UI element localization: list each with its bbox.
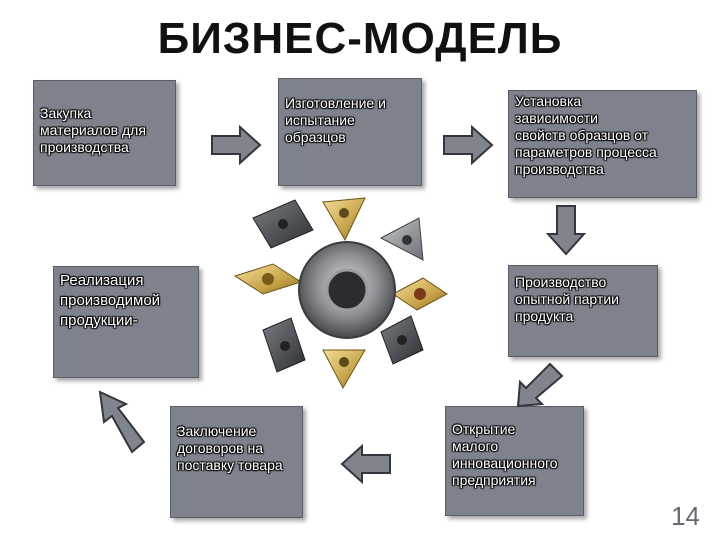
step-text-line: опытной партии <box>515 291 619 307</box>
step-text-line: предприятия <box>452 472 536 488</box>
step-text-line: договоров на <box>177 440 264 456</box>
step-text-line: производства <box>40 139 129 155</box>
step-text-line: инновационного <box>452 455 558 471</box>
step-text-line: свойств образцов от <box>515 127 649 143</box>
step-text-line: поставку товара <box>177 457 283 473</box>
step-establish-dependency: Установка зависимости свойств образцов о… <box>508 90 697 198</box>
arrow-right-icon <box>211 125 262 165</box>
arrow-down-left-icon <box>516 362 564 408</box>
step-text-line: испытание <box>285 112 355 128</box>
arrow-left-icon <box>340 444 391 484</box>
step-text-line: образцов <box>285 129 346 145</box>
step-sales: Реализация производимой продукции- <box>53 266 199 378</box>
step-pilot-batch: Производство опытной партии продукта <box>508 265 658 357</box>
step-open-enterprise: Открытие малого инновационного предприят… <box>445 406 584 516</box>
step-text-line: Открытие <box>452 421 516 437</box>
step-manufacture-samples: Изготовление и испытание образцов <box>278 78 422 186</box>
step-text-line: Производство <box>515 274 607 290</box>
arrow-down-icon <box>546 205 586 256</box>
step-text-line: Реализация <box>60 272 144 289</box>
step-text-line: производства <box>515 161 604 177</box>
step-text-line: Установка <box>515 93 582 109</box>
step-text-line: Закупка <box>40 105 92 121</box>
page-title: БИЗНЕС-МОДЕЛЬ <box>157 14 563 63</box>
step-text-line: продукта <box>515 308 574 324</box>
step-contracts: Заключение договоров на поставку товара <box>170 406 303 518</box>
step-text-line: продукции- <box>60 312 138 329</box>
arrow-up-left-icon <box>98 390 146 454</box>
step-text-line: зависимости <box>515 110 598 126</box>
step-text-line: Заключение <box>177 423 257 439</box>
cutting-inserts-image <box>233 197 448 390</box>
step-text-line: производимой <box>60 292 161 309</box>
step-purchase-materials: Закупка материалов для производства <box>33 80 176 186</box>
step-text-line: параметров процесса <box>515 144 657 160</box>
step-text-line: малого <box>452 438 499 454</box>
page-number: 14 <box>671 501 700 531</box>
step-text-line: материалов для <box>40 122 146 138</box>
arrow-right-icon <box>443 125 494 165</box>
step-text-line: Изготовление и <box>285 95 386 111</box>
